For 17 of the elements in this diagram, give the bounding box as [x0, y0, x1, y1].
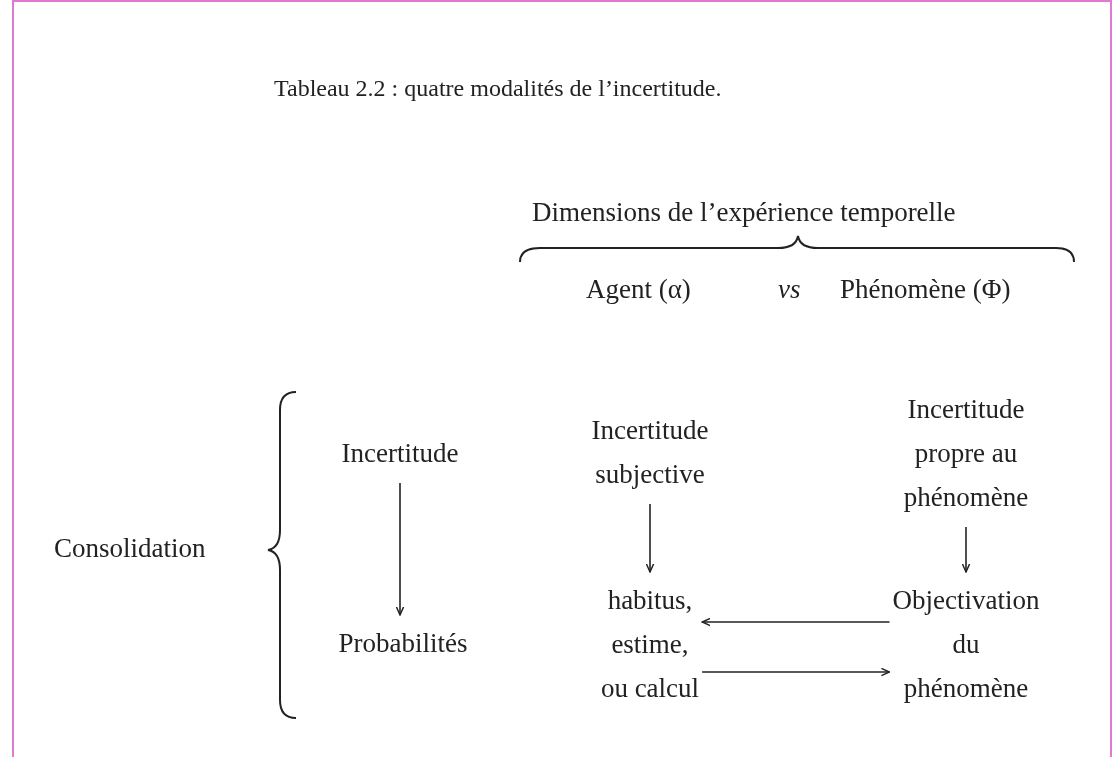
arrow: [701, 617, 891, 627]
table-entry: Incertitude propre au phénomène: [868, 387, 1064, 519]
arrow: [701, 667, 891, 677]
table-entry: habitus, estime, ou calcul: [580, 578, 720, 710]
arrow: [961, 526, 971, 573]
column-heading: Phénomène (Φ): [840, 273, 1011, 306]
table-entry: Incertitude subjective: [565, 408, 735, 496]
table-caption: Tableau 2.2 : quatre modalités de l’incertitude.: [274, 74, 722, 103]
row-group-heading: Consolidation: [54, 532, 206, 565]
arrow: [395, 482, 405, 616]
row-label: Incertitude: [320, 431, 480, 475]
column-heading: Agent (α): [586, 273, 691, 306]
column-group-heading: Dimensions de l’expérience temporelle: [532, 196, 956, 229]
row-label: Probabilités: [315, 621, 491, 665]
arrow: [645, 503, 655, 573]
table-entry: Objectivation du phénomène: [866, 578, 1066, 710]
vs-word: vs: [778, 273, 801, 306]
